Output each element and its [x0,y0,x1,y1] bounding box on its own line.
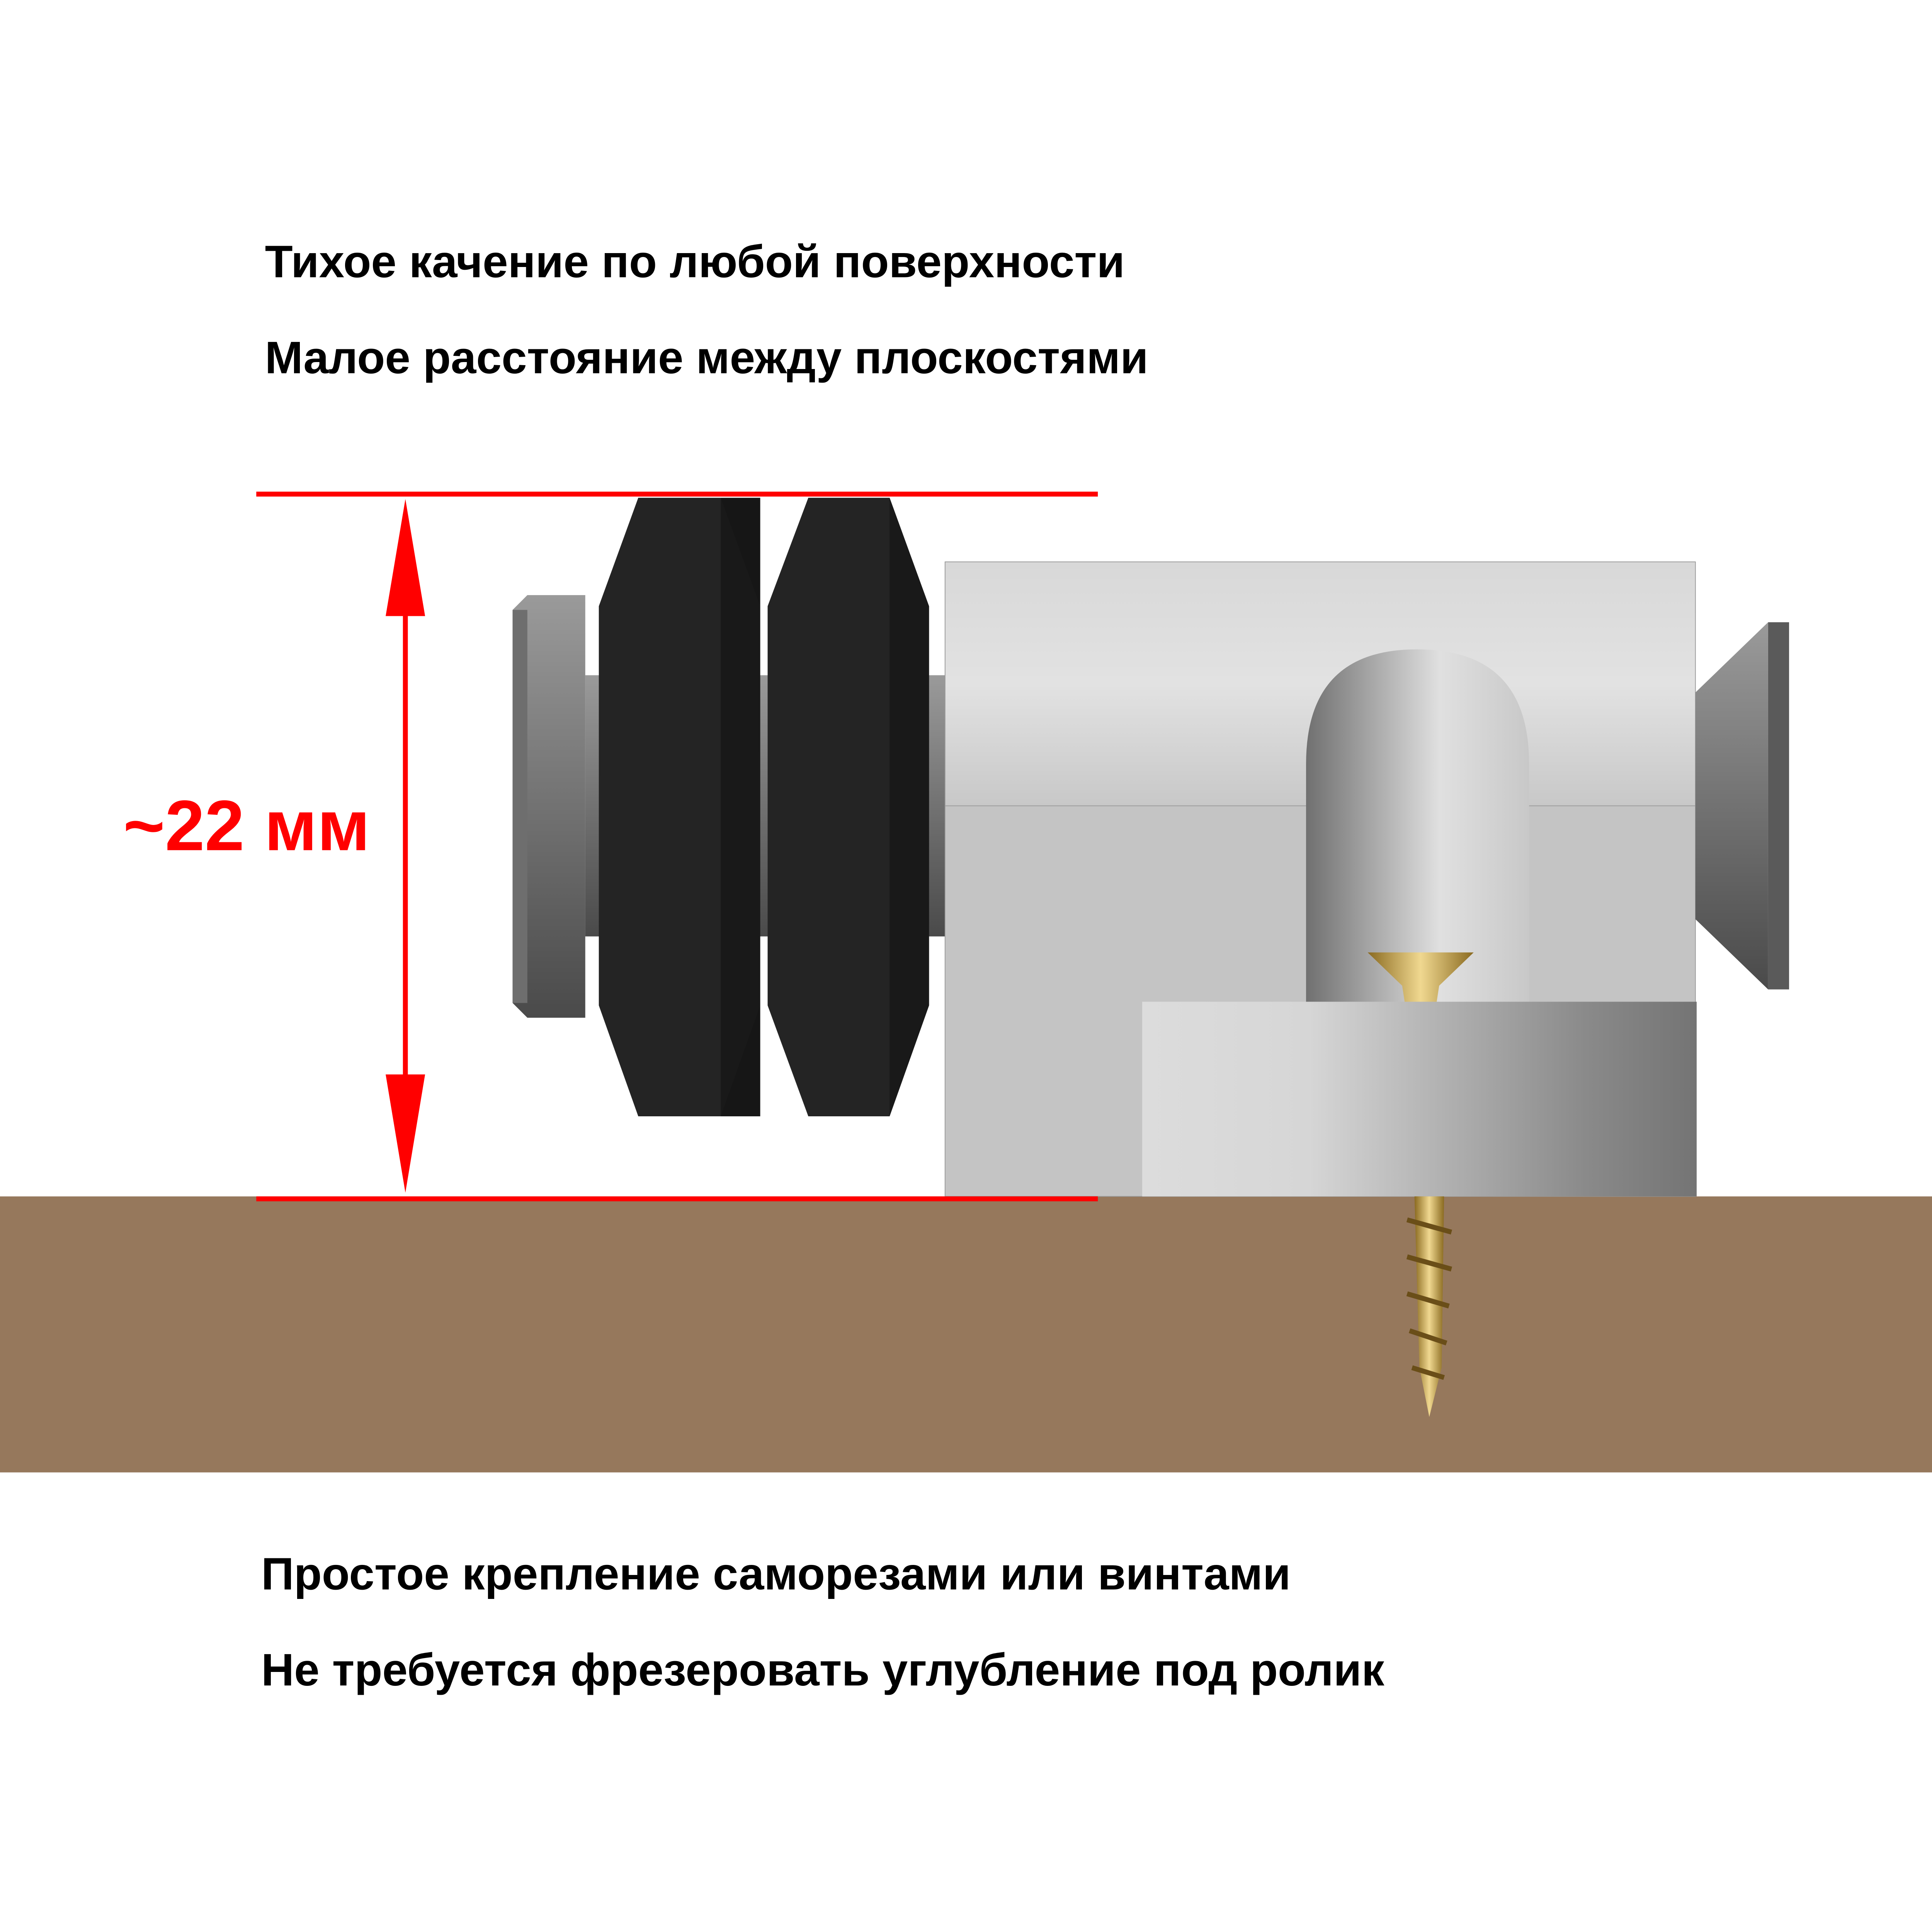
wood-surface [0,1196,1932,1473]
wheel [599,498,760,1117]
feature-no-milling: Не требуется фрезеровать углубление под … [261,1645,1385,1696]
dimension-label: ~22 мм [123,786,370,866]
feature-quiet-rolling: Тихое качение по любой поверхности [265,236,1125,287]
roller-body [944,561,1697,1197]
wheel [767,498,929,1117]
right-axle-cap [1695,622,1789,990]
dimension-marker [256,492,1098,1202]
feature-easy-mounting: Простое крепление саморезами или винтами [261,1549,1291,1600]
screw-icon [1367,952,1474,1417]
feature-small-gap: Малое расстояние между плоскостями [265,332,1148,383]
